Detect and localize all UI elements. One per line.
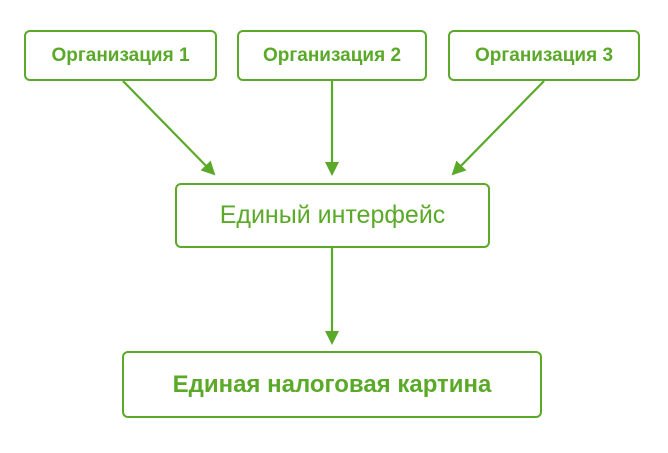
unified-tax-picture-box: Единая налоговая картина [122, 351, 542, 418]
unified-interface-box: Единый интерфейс [175, 183, 490, 248]
organization-2-box: Организация 2 [237, 30, 427, 81]
unified-interface-label: Единый интерфейс [219, 201, 446, 229]
organization-3-label: Организация 3 [474, 44, 614, 66]
unified-tax-picture-label: Единая налоговая картина [172, 370, 492, 398]
organization-1-label: Организация 1 [51, 44, 190, 66]
organization-2-label: Организация 2 [262, 44, 402, 66]
arrow-org-3-to-interface [451, 80, 545, 176]
organization-3-box: Организация 3 [448, 30, 640, 81]
arrow-org-1-to-interface [122, 80, 216, 176]
organization-1-box: Организация 1 [24, 30, 217, 81]
